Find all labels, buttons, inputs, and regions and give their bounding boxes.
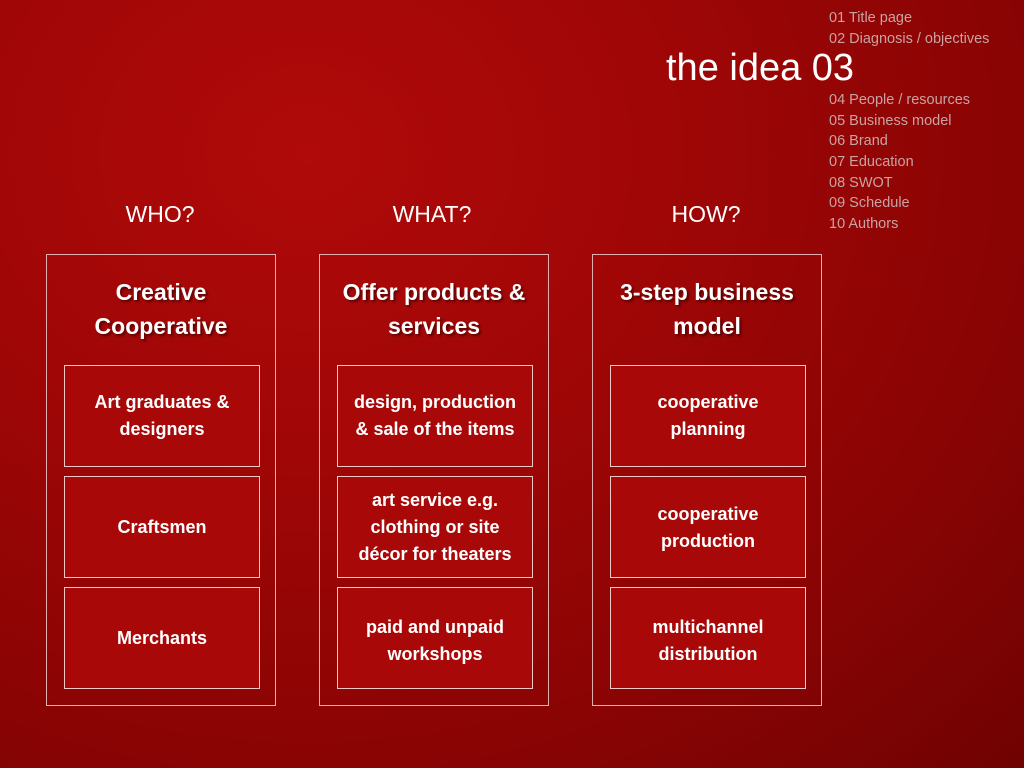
box-art-graduates: Art graduates & designers [64, 365, 260, 467]
column-title: Offer products & services [342, 279, 526, 339]
column-title: 3-step business model [620, 279, 794, 339]
box-design-production: design, production & sale of the items [337, 365, 533, 467]
box-cooperative-production: cooperative production [610, 476, 806, 578]
column-title: Creative Cooperative [94, 279, 228, 339]
toc-item-schedule[interactable]: 09 Schedule [829, 195, 910, 212]
toc-spacer [829, 49, 1019, 90]
toc-item-education[interactable]: 07 Education [829, 153, 914, 170]
box-label: cooperative production [657, 504, 759, 551]
box-label: art service e.g. clothing or site décor … [358, 489, 512, 564]
toc-item-swot[interactable]: 08 SWOT [829, 174, 893, 191]
box-label: Merchants [116, 627, 208, 648]
column-who: Creative Cooperative Art graduates & des… [46, 254, 276, 706]
box-merchants: Merchants [64, 587, 260, 689]
column-header-how: HOW? [671, 201, 741, 227]
toc-item-people[interactable]: 04 People / resources [829, 92, 971, 109]
toc-item-title-page[interactable]: 01 Title page [829, 10, 913, 26]
box-cooperative-planning: cooperative planning [610, 365, 806, 467]
box-label: Art graduates & designers [94, 392, 230, 439]
box-label: design, production & sale of the items [354, 392, 516, 439]
toc-item-brand[interactable]: 06 Brand [829, 133, 888, 150]
toc-item-business-model[interactable]: 05 Business model [829, 112, 952, 129]
table-of-contents: 01 Title page 02 Diagnosis / objectives … [829, 8, 1019, 234]
box-label: multichannel distribution [652, 617, 764, 664]
box-multichannel-distribution: multichannel distribution [610, 587, 806, 689]
box-label: paid and unpaid workshops [366, 617, 504, 664]
box-label: cooperative planning [657, 392, 759, 439]
toc-item-diagnosis[interactable]: 02 Diagnosis / objectives [829, 30, 990, 47]
box-workshops: paid and unpaid workshops [337, 587, 533, 689]
column-what: Offer products & services design, produc… [319, 254, 549, 706]
page-title: the idea 03 [666, 47, 855, 89]
column-header-who: WHO? [125, 201, 195, 227]
column-header-what: WHAT? [392, 201, 472, 227]
box-craftsmen: Craftsmen [64, 476, 260, 578]
box-art-service: art service e.g. clothing or site décor … [337, 476, 533, 578]
toc-item-authors[interactable]: 10 Authors [829, 215, 899, 232]
box-label: Craftsmen [117, 516, 207, 537]
column-how: 3-step business model cooperative planni… [592, 254, 822, 706]
